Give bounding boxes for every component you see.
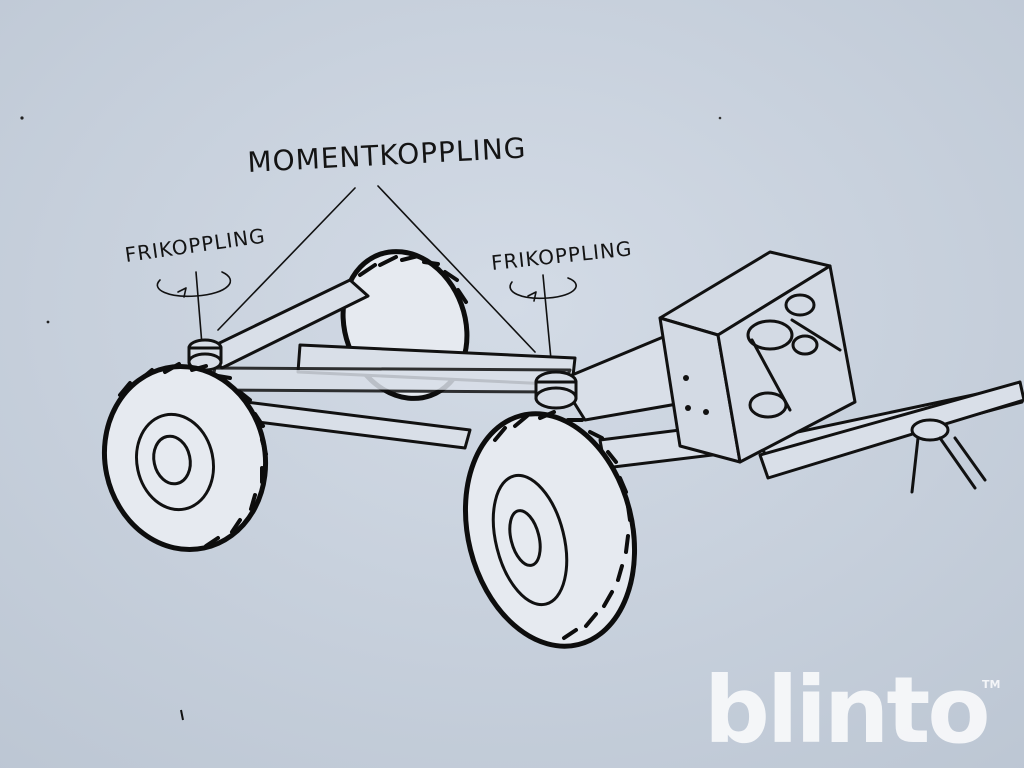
friction-clutch-right bbox=[534, 370, 578, 410]
gearbox-housing bbox=[658, 250, 857, 464]
svg-text:blinto: blinto bbox=[704, 657, 988, 764]
blinto-watermark: blinto TM bbox=[704, 657, 1000, 764]
rotation-arrow-icon-left bbox=[156, 271, 232, 298]
gear-mechanism bbox=[746, 293, 842, 419]
leader-lines bbox=[195, 185, 553, 371]
front-right-wheel bbox=[462, 410, 638, 649]
rotation-arrow-icon-right bbox=[509, 277, 577, 302]
front-left-wheel bbox=[101, 362, 269, 553]
svg-text:TM: TM bbox=[982, 678, 1000, 691]
paper-marks bbox=[20, 116, 722, 721]
drawbar-hitch bbox=[758, 380, 1024, 494]
